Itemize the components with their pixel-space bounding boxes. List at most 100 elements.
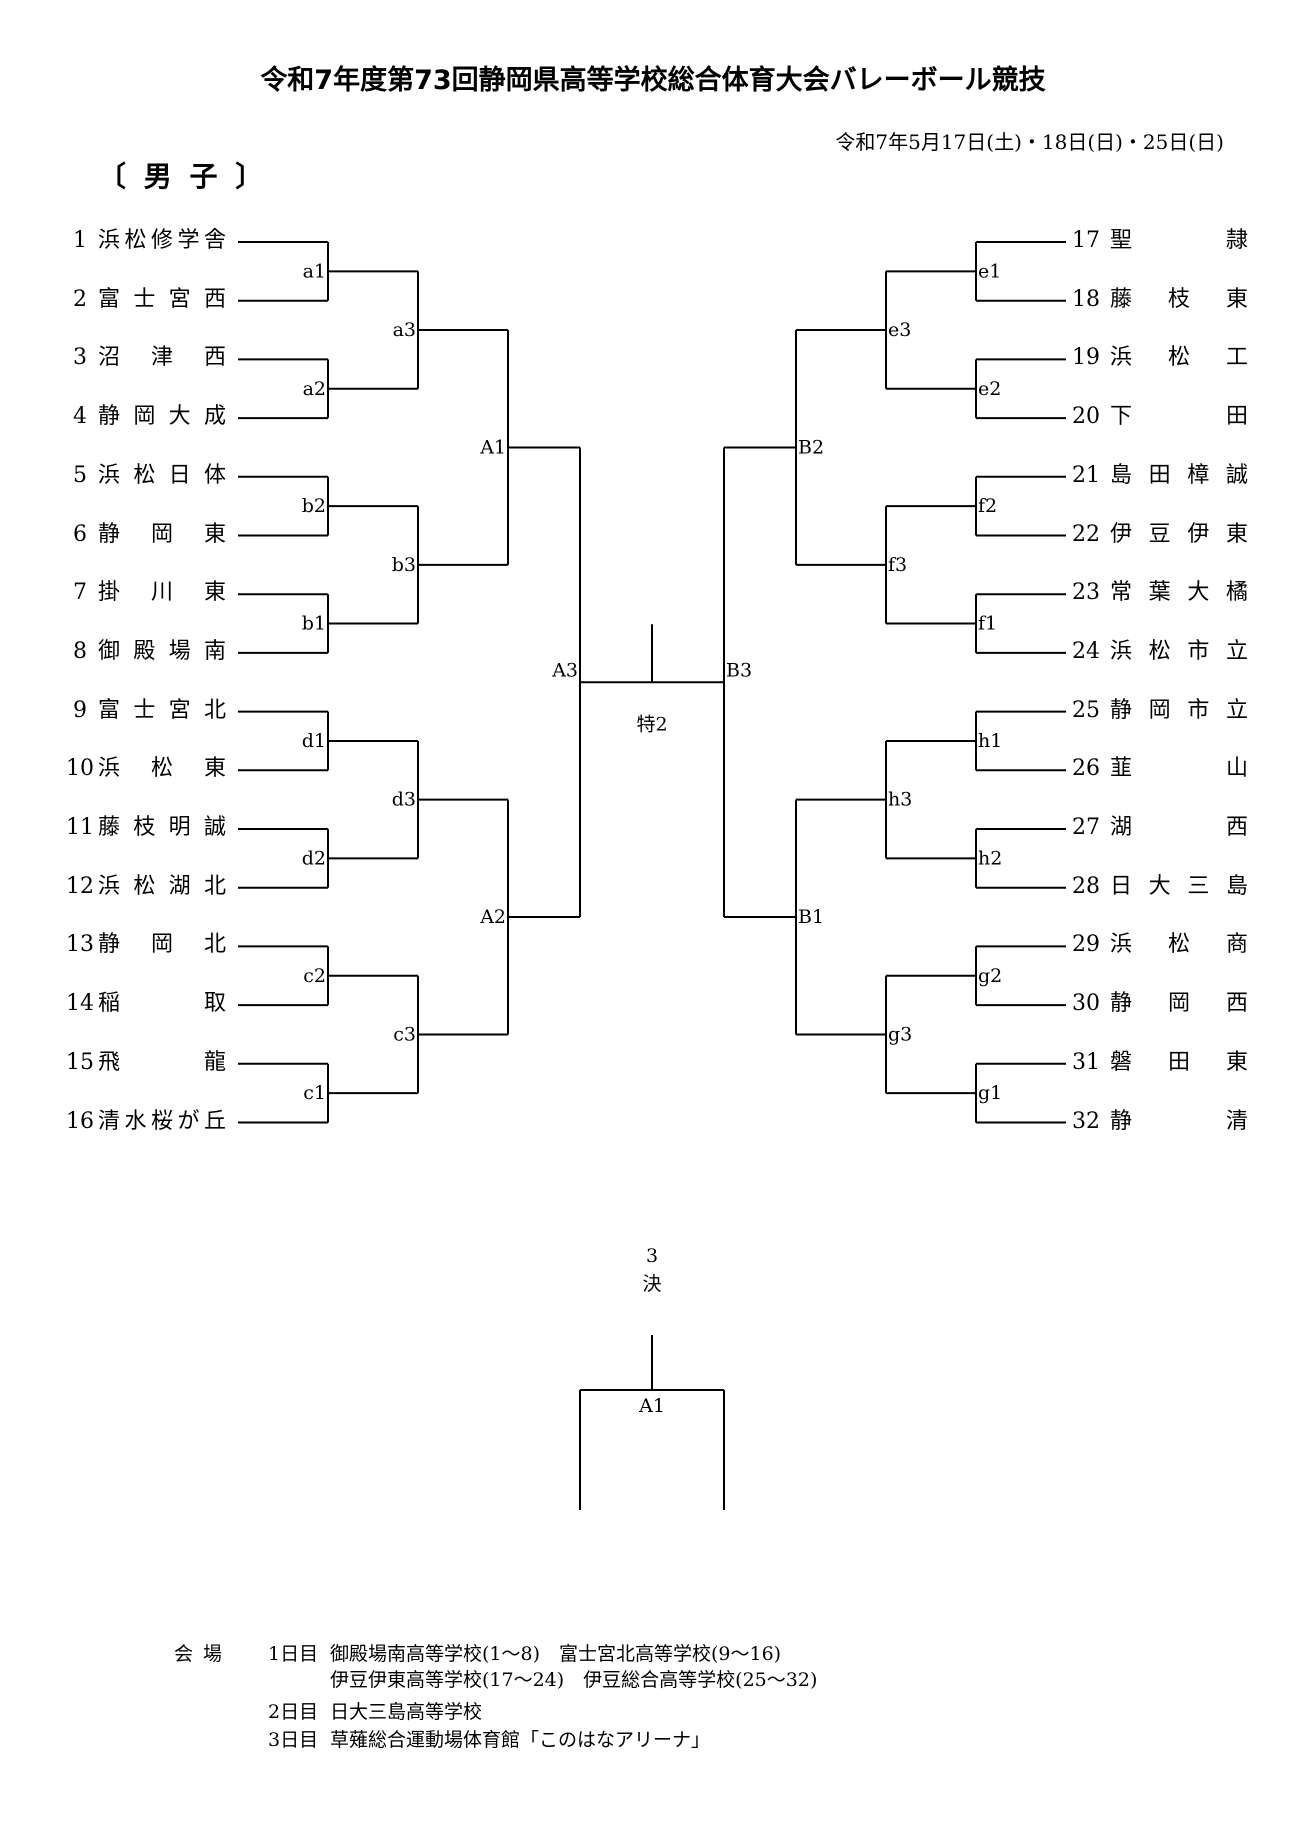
venue-day: 2日目 xyxy=(268,1701,319,1723)
match-label: b1 xyxy=(302,613,326,635)
page-title: 令和7年度第73回静岡県高等学校総合体育大会バレーボール競技 xyxy=(260,65,1046,96)
team-seed: 11 xyxy=(66,815,94,840)
team-entry: 5 浜松日体 xyxy=(64,463,226,489)
team-seed: 2 xyxy=(73,286,87,312)
team-entry: 17 聖隷 xyxy=(1072,228,1248,254)
team-name: 静岡西 xyxy=(1110,991,1248,1017)
match-label: d1 xyxy=(302,730,326,752)
team-seed: 29 xyxy=(1072,932,1100,958)
match-label: g1 xyxy=(978,1082,1002,1104)
venue-row: 1日目御殿場南高等学校(1〜8) 富士宮北高等学校(9〜16) xyxy=(268,1642,781,1667)
team-name: 韮山 xyxy=(1110,756,1248,782)
match-label: e2 xyxy=(978,378,1001,400)
team-seed: 13 xyxy=(66,932,94,958)
team-name: 静岡北 xyxy=(98,932,226,958)
team-name: 浜松日体 xyxy=(98,462,226,488)
team-seed: 6 xyxy=(73,521,87,547)
match-label: g2 xyxy=(978,965,1002,987)
match-label: f3 xyxy=(888,554,907,576)
team-seed: 26 xyxy=(1072,756,1100,782)
team-seed: 9 xyxy=(73,697,87,723)
team-name: 浜松東 xyxy=(98,756,226,782)
match-label: a3 xyxy=(393,319,416,341)
venue-text: 御殿場南高等学校(1〜8) 富士宮北高等学校(9〜16) xyxy=(330,1643,782,1665)
team-name: 静岡市立 xyxy=(1110,697,1248,723)
match-label: b3 xyxy=(392,554,416,576)
match-label: B2 xyxy=(798,436,824,458)
team-seed: 27 xyxy=(1072,815,1100,840)
team-entry: 26 韮山 xyxy=(1072,756,1248,782)
team-seed: 5 xyxy=(73,462,87,488)
venue-row: 3日目草薙総合運動場体育館「このはなアリーナ」 xyxy=(268,1728,710,1753)
team-name: 藤枝明誠 xyxy=(98,815,226,840)
match-label: c2 xyxy=(303,965,326,987)
team-seed: 28 xyxy=(1072,873,1100,899)
team-seed: 21 xyxy=(1072,462,1100,488)
third-place-match-label: A1 xyxy=(638,1395,665,1417)
venue-text: 伊豆伊東高等学校(17〜24) 伊豆総合高等学校(25〜32) xyxy=(330,1669,818,1691)
match-label: b2 xyxy=(302,495,326,517)
team-name: 藤枝東 xyxy=(1110,286,1248,312)
team-seed: 3 xyxy=(73,345,87,371)
team-name: 御殿場南 xyxy=(98,638,226,664)
match-label: A3 xyxy=(551,659,578,681)
match-label: a2 xyxy=(303,378,326,400)
team-seed: 17 xyxy=(1072,228,1100,253)
team-seed: 24 xyxy=(1072,638,1100,664)
team-entry: 25 静岡市立 xyxy=(1072,698,1248,724)
match-label: A1 xyxy=(479,436,506,458)
venue-row: 伊豆伊東高等学校(17〜24) 伊豆総合高等学校(25〜32) xyxy=(268,1668,817,1693)
team-name: 静岡大成 xyxy=(98,404,226,430)
team-entry: 18 藤枝東 xyxy=(1072,287,1248,313)
team-name: 掛川東 xyxy=(98,580,226,606)
third-place-label: 3 xyxy=(646,1245,658,1267)
section-heading: 〔 男 子 〕 xyxy=(98,160,268,193)
match-label: h1 xyxy=(978,730,1002,752)
final-label: 特2 xyxy=(636,713,667,735)
venue-text: 草薙総合運動場体育館「このはなアリーナ」 xyxy=(330,1729,711,1751)
venue-label: 会場 xyxy=(174,1643,233,1665)
event-dates: 令和7年5月17日(土)・18日(日)・25日(日) xyxy=(835,130,1224,154)
team-name: 浜松市立 xyxy=(1110,638,1248,664)
team-name: 富士宮西 xyxy=(98,286,226,312)
team-name: 伊豆伊東 xyxy=(1110,521,1248,547)
team-name: 清水桜が丘 xyxy=(98,1108,226,1134)
team-seed: 25 xyxy=(1072,697,1100,723)
team-name: 浜松修学舎 xyxy=(98,228,226,253)
match-label: B1 xyxy=(798,906,824,928)
venue-row: 2日目日大三島高等学校 xyxy=(268,1700,482,1725)
team-entry: 32 静清 xyxy=(1072,1109,1248,1135)
team-name: 聖隷 xyxy=(1110,228,1248,253)
team-seed: 14 xyxy=(66,991,94,1017)
team-name: 浜松湖北 xyxy=(98,873,226,899)
team-seed: 12 xyxy=(66,873,94,899)
match-label: f2 xyxy=(978,495,997,517)
team-name: 静清 xyxy=(1110,1108,1248,1134)
match-label: A2 xyxy=(479,906,506,928)
team-seed: 31 xyxy=(1072,1049,1100,1075)
team-seed: 19 xyxy=(1072,345,1100,371)
team-seed: 18 xyxy=(1072,286,1100,312)
team-seed: 15 xyxy=(66,1049,94,1075)
team-seed: 32 xyxy=(1072,1108,1100,1134)
team-name: 飛龍 xyxy=(98,1049,226,1075)
team-name: 島田樟誠 xyxy=(1110,462,1248,488)
team-entry: 24 浜松市立 xyxy=(1072,639,1248,665)
